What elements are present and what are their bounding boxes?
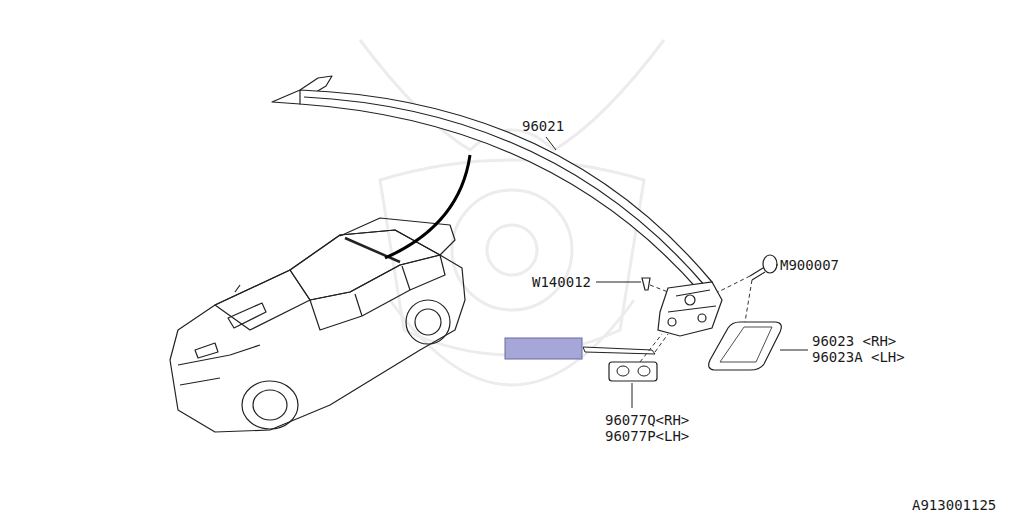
front-wheel — [242, 381, 298, 429]
car-side-windows — [310, 255, 445, 330]
diagram-code: A913001125 — [912, 497, 996, 512]
screw-head — [763, 255, 777, 273]
cap-hole — [617, 366, 629, 376]
assembly-line — [655, 334, 668, 352]
assembly-line — [650, 285, 668, 292]
bracket-hole — [685, 295, 695, 305]
roof-spoiler-part — [272, 76, 712, 292]
leader-line — [632, 383, 633, 408]
leader-line — [546, 137, 556, 150]
watermark-wheel — [452, 190, 572, 310]
screw-shank — [750, 268, 765, 280]
mirror — [235, 285, 240, 292]
leader-line — [780, 350, 808, 351]
location-pointer — [385, 155, 470, 258]
car-drawing — [170, 218, 465, 432]
hood-scoop — [228, 303, 266, 328]
clip — [642, 278, 650, 290]
assembly-line — [745, 280, 752, 322]
part-number: 96021 — [522, 118, 564, 134]
end-cover-inner — [720, 327, 772, 362]
highlight-box — [505, 338, 582, 359]
rear-wheel — [406, 300, 450, 344]
leader-line — [596, 282, 641, 283]
cap — [609, 362, 657, 381]
clip-body — [642, 278, 650, 290]
assembly-line — [640, 334, 662, 362]
assembly-line — [718, 276, 750, 292]
bracket-hole — [698, 314, 706, 322]
front-rim — [253, 390, 287, 420]
window-pillars — [355, 266, 410, 316]
spoiler-bar — [300, 90, 712, 292]
screw — [750, 255, 777, 280]
part-number: W140012 — [532, 274, 591, 290]
leader-line — [776, 265, 778, 266]
car-body — [170, 230, 465, 432]
bracket-body — [658, 282, 722, 336]
assembly-lines — [640, 276, 752, 362]
bracket-hole — [668, 318, 676, 326]
spoiler-edge — [304, 97, 706, 287]
roof-spoiler — [345, 238, 400, 262]
bracket-ribs — [668, 290, 716, 312]
rear-rim — [415, 309, 441, 335]
car-hood — [215, 270, 310, 330]
part-number: 96077P<LH> — [605, 428, 689, 444]
part-number: M900007 — [780, 257, 839, 273]
watermark-jaw — [390, 300, 634, 385]
part-number: 96023 <RH> — [812, 333, 896, 349]
leader-lines — [546, 137, 808, 408]
bracket — [658, 282, 722, 336]
end-cover — [709, 322, 782, 370]
headlight — [195, 343, 218, 358]
seal-strip — [583, 347, 655, 354]
part-number: 96023A <LH> — [812, 349, 905, 365]
watermark-hub — [487, 225, 537, 275]
cap-hole — [638, 366, 650, 376]
car-grille — [178, 345, 260, 385]
part-number: 96077Q<RH> — [605, 412, 689, 428]
